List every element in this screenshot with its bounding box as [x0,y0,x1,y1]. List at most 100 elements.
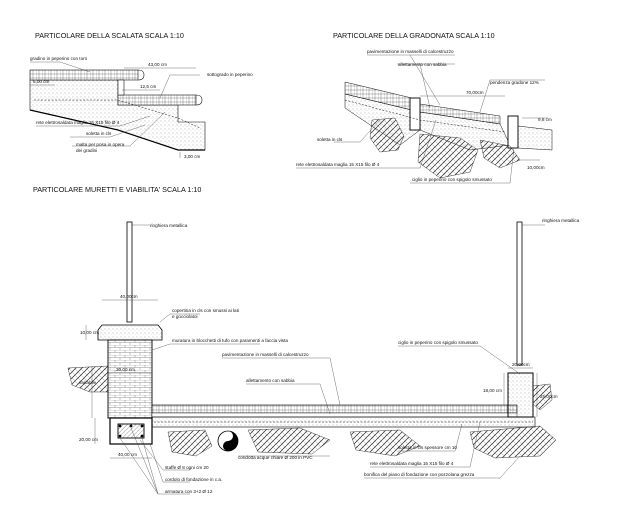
dim-w20: 20,00cm [512,362,530,367]
soil-left [67,365,109,393]
railing-post-left [126,221,133,323]
rebar-2 [129,424,133,428]
label-staffe: staffe Ø 8 ogni cm 20 [165,465,209,470]
leader-pavimentazione [222,357,341,406]
scalata-dim-43: 43,00 cm [148,62,167,67]
rebar-1 [118,424,122,428]
pvc-pipe-fill [223,431,238,451]
label-ciglio: ciglio in peperino con spigolo smussato [398,340,478,345]
right-curb [507,372,534,418]
gradonata-slab-lower [517,125,553,151]
scalata-label-sottogrado: sottogrado in peperino [207,72,253,77]
muretti-title: PARTICOLARE MURETTI E VIABILITA' SCALA 1… [33,185,201,194]
gradonata-leader-pavimentazione [367,54,455,106]
label-ringhiera-left: ringhiera metallica [150,223,188,228]
scalata-leader-malta [72,111,166,147]
soil-bottom-2 [247,427,331,455]
soil-bottom-3 [349,429,421,457]
label-allettamento: allettamento con sabbia [246,378,295,383]
gradonata-dim-10: 10,00cm [527,165,545,170]
gradonata-label-rete: rete elettrosaldata maglia 15 X15 filo Ø… [296,162,380,167]
foundation-stirrup [117,423,145,439]
scalata-leader-soletta [70,124,146,138]
gradonata-soil-1 [369,117,405,153]
scalata-slab [29,79,206,151]
leader-ciglio [398,345,521,375]
soil-bottom-1 [167,429,213,457]
leader-muratura [151,343,260,351]
gradonata-leader-allettamento [397,63,455,109]
road-sand-bed [151,412,518,418]
gradonata-soil-3 [479,139,521,169]
soil-right-upper [532,383,553,411]
dim-h20: 20,00 cm [79,437,98,442]
label-pavimentazione: pavimentazione in masselli di calcestruz… [222,352,309,357]
label-variabile: variabile [79,380,97,385]
scalata-leader-rete [36,115,151,127]
gradonata-title: PARTICOLARE DELLA GRADONATA SCALA 1:10 [333,31,495,40]
scalata-label-rete: rete elettrosaldata maglia 15 X15 filo Ø… [36,120,120,125]
gradonata-leader-rete [296,119,437,169]
soil-right-lower [469,425,557,459]
scalata-detail: PARTICOLARE DELLA SCALATA SCALA 1:10 43,… [29,31,253,159]
label-condotta: condotta acque chiare Ø 200 in PVC [238,455,313,460]
scalata-lower-nosing [195,94,203,106]
gradonata-curb-lower [507,115,519,149]
gradonata-label-ciglio: ciglio in peperino con spigolo smussato [412,177,492,182]
gradonata-mesh-line [344,99,506,133]
scalata-label-soletta: soletta in cls [86,131,112,136]
dim-w40top: 40,00cm [120,294,138,299]
gradonata-leader-soletta [334,119,381,143]
scalata-label-malta-2: dei gradini [76,148,97,153]
scalata-upper-nosing [137,69,145,81]
scalata-leader-sottogrado [159,74,200,99]
dim-w30: 30,00 cm [116,367,135,372]
dim-w40bot: 40,00 cm [118,452,137,457]
scalata-leader-gradino [30,61,91,73]
label-armatura: armatura con 3+2 Ø 12 [165,489,213,494]
gradonata-label-pendenza: pendenza gradone 12% [490,80,539,85]
gradonata-curb-upper [409,97,421,131]
label-copertina-2: e gocciolatoi [172,314,198,319]
dim-h10: 10,00 cm [80,330,99,335]
scalata-title: PARTICOLARE DELLA SCALATA SCALA 1:10 [35,31,184,40]
scalata-dim-125: 12,5 cm [140,84,157,89]
gradonata-dim-96: 9,6 cm [538,117,552,122]
scalata-mesh-line [34,99,201,129]
scalata-dim-5: 5,00 cm [33,79,50,84]
label-bonifica: bonifica del piano di fondazione con poz… [364,472,475,477]
gradonata-label-allettamento: allettamento con sabbia [398,62,447,67]
leader-soletta [398,423,463,452]
gradonata-label-soletta: soletta in cls [317,137,343,142]
label-soletta: soletta in cls spessore cm 10 [398,445,457,450]
scalata-label-malta-1: malta per posa in opera [76,142,125,147]
road-paving [151,404,518,414]
label-ringhiera-right: ringhiera metallica [542,218,580,223]
gradonata-detail: PARTICOLARE DELLA GRADONATA SCALA 1:10 7… [296,31,553,184]
leader-allettamento [246,383,331,415]
gradonata-leader-pendenza [479,79,545,113]
scalata-riser [117,79,125,96]
label-muratura: muratura in blocchetti di tufo con param… [172,338,288,343]
leader-cordolo [149,443,190,483]
leader-copertina [159,313,200,323]
gradonata-dim-70: 70,00cm [466,90,484,95]
muretti-detail: PARTICOLARE MURETTI E VIABILITA' SCALA 1… [33,185,580,495]
dim-h18: 18,00 cm [483,388,502,393]
rebar-3 [140,424,144,428]
wall-coping [97,324,163,341]
scalata-ground-line [29,109,205,151]
scalata-dim-3: 3,00 cm [184,154,201,159]
tuff-wall [107,339,153,419]
railing-post-right [516,221,523,366]
leader-armatura [119,427,190,495]
gradonata-label-pavimentazione: pavimentazione in masselli di calcestruz… [367,49,454,54]
label-rete: rete elettrosaldata maglia 15 X15 filo Ø… [370,461,454,466]
gradonata-soil-2 [417,133,479,179]
leader-bonifica [364,455,521,479]
label-cordolo: cordolo di fondazione in c.a. [165,477,222,482]
gradonata-leader-ciglio [410,147,515,184]
label-copertina-1: copertina in cls con smussi ai lati [172,308,239,313]
scalata-label-gradino: gradino in peperino con toro [30,56,88,61]
